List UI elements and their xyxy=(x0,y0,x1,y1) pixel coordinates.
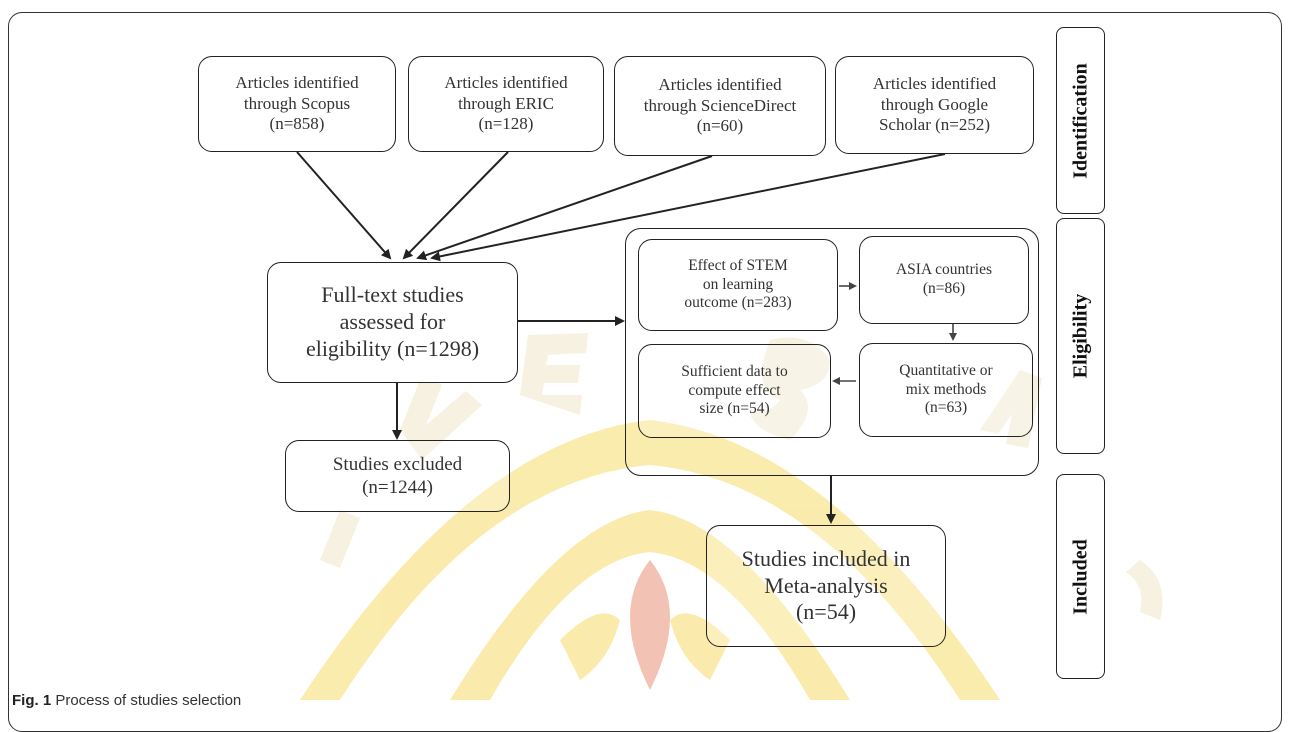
fulltext-line-3: eligibility (n=1298) xyxy=(305,335,480,361)
source-google-line-3: Scholar (n=252) xyxy=(878,115,991,135)
excluded-line-1: Studies excluded xyxy=(332,453,463,475)
source-scopus-line-2: through Scopus xyxy=(243,93,351,113)
stage-eligibility: Eligibility xyxy=(1056,218,1105,454)
included-line-1: Studies included in xyxy=(741,545,911,571)
criteria-quant-line-1: Quantitative or xyxy=(899,361,993,379)
criteria-quant-line-2: mix methods xyxy=(905,380,987,398)
source-box-sciencedirect: Articles identified through ScienceDirec… xyxy=(614,56,826,156)
figure-caption: Fig. 1 Process of studies selection xyxy=(12,692,241,709)
source-scopus-line-1: Articles identified xyxy=(235,72,359,92)
criteria-sufficient-box: Sufficient data to compute effect size (… xyxy=(638,344,831,438)
criteria-effect-line-3: outcome (n=283) xyxy=(684,294,792,312)
included-box: Studies included in Meta-analysis (n=54) xyxy=(706,525,946,647)
source-box-scopus: Articles identified through Scopus (n=85… xyxy=(198,56,396,152)
criteria-asia-box: ASIA countries (n=86) xyxy=(859,236,1029,324)
criteria-effect-box: Effect of STEM on learning outcome (n=28… xyxy=(638,239,838,331)
excluded-line-2: (n=1244) xyxy=(362,477,433,498)
fulltext-line-2: assessed for xyxy=(339,309,446,335)
source-sciencedirect-line-3: (n=60) xyxy=(696,116,744,136)
stage-included: Included xyxy=(1056,474,1105,679)
criteria-sufficient-line-2: compute effect xyxy=(688,381,781,399)
caption-label: Fig. 1 xyxy=(12,692,52,709)
source-box-eric: Articles identified through ERIC (n=128) xyxy=(408,56,604,152)
criteria-sufficient-line-3: size (n=54) xyxy=(699,400,770,418)
excluded-box: Studies excluded (n=1244) xyxy=(285,440,510,512)
criteria-sufficient-line-1: Sufficient data to xyxy=(681,362,788,380)
criteria-quant-line-3: (n=63) xyxy=(924,399,968,417)
criteria-effect-line-1: Effect of STEM xyxy=(688,256,788,274)
stage-identification-label: Identification xyxy=(1069,62,1091,179)
criteria-asia-line-1: ASIA countries xyxy=(895,261,992,279)
source-google-line-2: through Google xyxy=(880,94,989,114)
stage-eligibility-label: Eligibility xyxy=(1069,293,1091,379)
caption-text: Process of studies selection xyxy=(55,692,242,709)
stage-included-label: Included xyxy=(1069,538,1091,615)
source-scopus-line-3: (n=858) xyxy=(269,114,325,134)
criteria-quant-box: Quantitative or mix methods (n=63) xyxy=(859,343,1033,437)
included-line-3: (n=54) xyxy=(795,599,857,625)
source-eric-line-2: through ERIC xyxy=(458,93,554,113)
source-box-google-scholar: Articles identified through Google Schol… xyxy=(835,56,1034,154)
criteria-asia-line-2: (n=86) xyxy=(922,280,966,297)
fulltext-line-1: Full-text studies xyxy=(321,282,464,308)
eligibility-criteria-group xyxy=(625,228,1039,476)
source-sciencedirect-line-1: Articles identified xyxy=(658,74,782,94)
fulltext-box: Full-text studies assessed for eligibili… xyxy=(267,262,518,383)
stage-identification: Identification xyxy=(1056,27,1105,214)
source-eric-line-1: Articles identified xyxy=(444,72,568,92)
source-eric-line-3: (n=128) xyxy=(478,114,534,134)
criteria-effect-line-2: on learning xyxy=(702,275,774,293)
source-google-line-1: Articles identified xyxy=(872,73,997,93)
included-line-2: Meta-analysis xyxy=(764,572,888,598)
source-sciencedirect-line-2: through ScienceDirect xyxy=(643,95,797,115)
